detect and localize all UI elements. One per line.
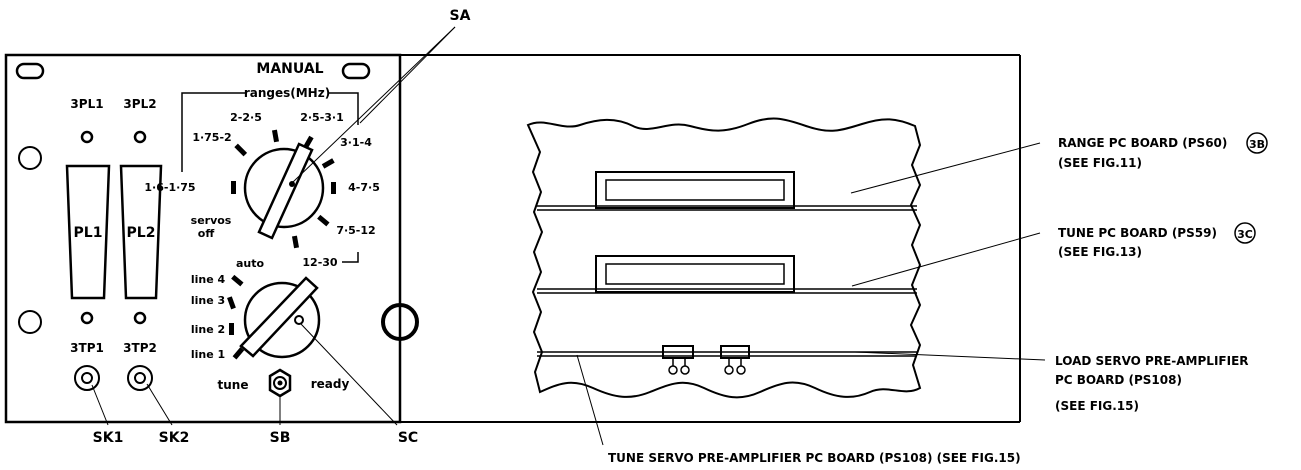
tune-board-label: TUNE PC BOARD (PS59) bbox=[1058, 226, 1217, 240]
connector-pl1-label: PL1 bbox=[74, 225, 103, 241]
range-board-label: RANGE PC BOARD (PS60) bbox=[1058, 136, 1227, 150]
callout-sb: SB bbox=[270, 430, 291, 446]
tune-label: tune bbox=[218, 378, 249, 392]
servo-preamp-brackets bbox=[662, 345, 750, 375]
panel-title: MANUAL bbox=[256, 61, 323, 77]
range-tick-marks bbox=[231, 129, 336, 249]
connector-pl2-label: PL2 bbox=[127, 225, 156, 241]
socket-sk1 bbox=[74, 365, 100, 391]
load-servo-label-line3: (SEE FIG.15) bbox=[1055, 399, 1139, 413]
line-1-label: line 1 bbox=[191, 348, 225, 361]
callout-sa: SA bbox=[450, 8, 471, 24]
range-board-ref-circle bbox=[1246, 132, 1268, 154]
tune-board-connector bbox=[595, 255, 795, 293]
label-3pl2: 3PL2 bbox=[123, 97, 156, 111]
tune-board-see: (SEE FIG.13) bbox=[1058, 245, 1142, 259]
range-selector-knob-sa bbox=[243, 142, 325, 240]
range-label-8: 12-30 bbox=[302, 256, 338, 269]
range-label-3: 2-2·5 bbox=[230, 111, 262, 124]
connector-pl1 bbox=[65, 164, 111, 300]
callout-sk1: SK1 bbox=[93, 430, 124, 446]
line-2-label: line 2 bbox=[191, 323, 225, 336]
range-board-ref: 3B bbox=[1249, 138, 1265, 151]
tune-board-ref-circle bbox=[1234, 222, 1256, 244]
ranges-bracket-left bbox=[181, 92, 246, 172]
load-servo-label-line1: LOAD SERVO PRE-AMPLIFIER bbox=[1055, 354, 1249, 368]
mounting-hole-lower bbox=[18, 310, 42, 334]
panel-fixing-knob bbox=[381, 303, 419, 341]
range-label-6: 4-7·5 bbox=[348, 181, 380, 194]
pcb-edges bbox=[537, 205, 917, 357]
toggle-switch-sb bbox=[268, 368, 292, 398]
connector-pl2 bbox=[119, 164, 163, 300]
handle-slot-right bbox=[341, 62, 371, 80]
indicator-3pl2 bbox=[133, 130, 147, 144]
tune-servo-label: TUNE SERVO PRE-AMPLIFIER PC BOARD (PS108… bbox=[608, 451, 1021, 465]
handle-slot-left bbox=[15, 62, 45, 80]
label-3pl1: 3PL1 bbox=[70, 97, 103, 111]
load-servo-label-line2: PC BOARD (PS108) bbox=[1055, 373, 1182, 387]
ranges-bracket-right bbox=[328, 92, 359, 125]
range-label-1: 1·6-1·75 bbox=[144, 181, 195, 194]
indicator-3pl1 bbox=[80, 130, 94, 144]
label-3tp1: 3TP1 bbox=[70, 341, 104, 355]
tune-board-ref: 3C bbox=[1237, 228, 1253, 241]
callout-sc: SC bbox=[398, 430, 418, 446]
callout-sk2: SK2 bbox=[159, 430, 190, 446]
servos-label: servos bbox=[191, 214, 232, 227]
ready-label: ready bbox=[311, 377, 350, 391]
front-panel-outline bbox=[4, 53, 402, 424]
cutaway-outline bbox=[526, 117, 922, 399]
ranges-bracket-lower bbox=[342, 252, 359, 263]
range-label-2: 1·75-2 bbox=[192, 131, 231, 144]
auto-label: auto bbox=[236, 257, 265, 270]
range-label-7: 7·5-12 bbox=[336, 224, 375, 237]
line-3-label: line 3 bbox=[191, 294, 225, 307]
range-board-see: (SEE FIG.11) bbox=[1058, 156, 1142, 170]
range-board-connector bbox=[595, 171, 795, 209]
servos-off-label: off bbox=[198, 227, 215, 240]
line-4-label: line 4 bbox=[191, 273, 226, 286]
line-selector-knob bbox=[239, 276, 321, 359]
label-3tp2: 3TP2 bbox=[123, 341, 157, 355]
indicator-lower-right bbox=[133, 311, 147, 325]
line-tick-marks bbox=[227, 274, 245, 360]
mounting-hole-upper bbox=[18, 146, 42, 170]
leader-lines bbox=[91, 26, 1046, 446]
ranges-header: ranges(MHz) bbox=[244, 86, 330, 100]
range-label-4: 2·5-3·1 bbox=[300, 111, 344, 124]
range-label-5: 3·1-4 bbox=[340, 136, 372, 149]
indicator-lower-left bbox=[80, 311, 94, 325]
socket-sk2 bbox=[127, 365, 153, 391]
